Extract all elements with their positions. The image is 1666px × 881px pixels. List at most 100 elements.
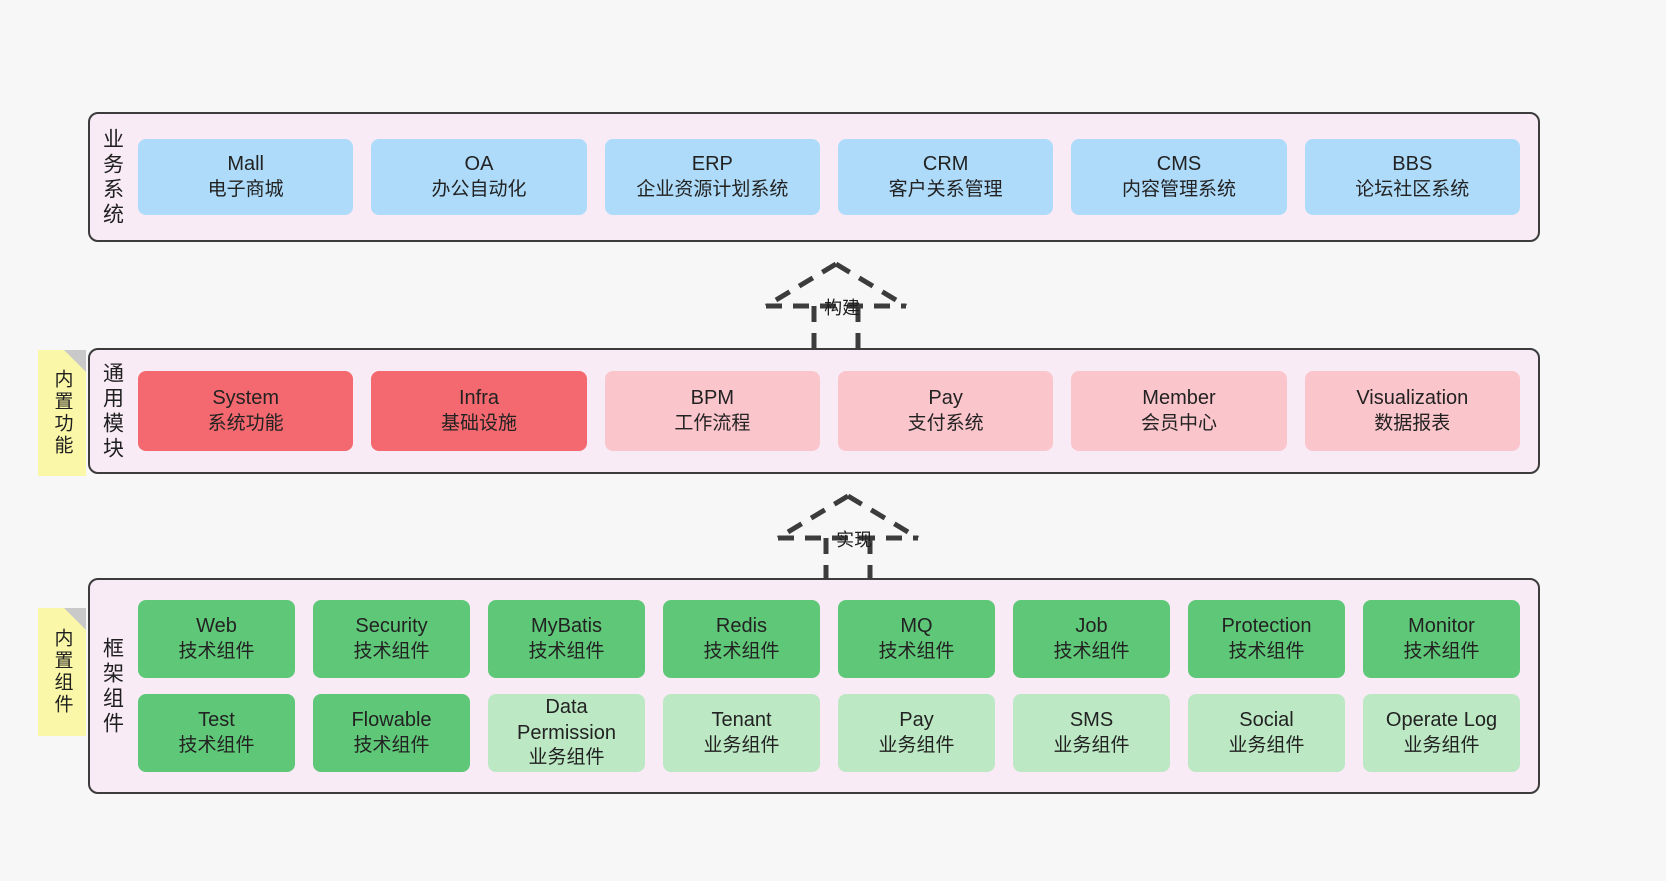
layer-body-business: Mall 电子商城 OA 办公自动化 ERP 企业资源计划系统 CRM 客户关系… xyxy=(134,114,1538,240)
card-title: Security xyxy=(355,615,428,638)
fold-corner-icon xyxy=(64,608,86,630)
card-subtitle: 技术组件 xyxy=(1403,640,1480,662)
card-security[interactable]: Security 技术组件 xyxy=(313,600,470,678)
card-bpm[interactable]: BPM 工作流程 xyxy=(604,371,820,451)
card-sms[interactable]: SMS 业务组件 xyxy=(1013,694,1170,772)
card-title: Operate Log xyxy=(1385,709,1498,732)
card-title: Mall xyxy=(227,153,264,176)
card-title: BBS xyxy=(1392,153,1433,176)
card-subtitle: 技术组件 xyxy=(703,640,780,662)
card-title: Flowable xyxy=(351,709,432,732)
card-member[interactable]: Member 会员中心 xyxy=(1071,371,1287,451)
layer-body-modules: System 系统功能 Infra 基础设施 BPM 工作流程 Pay 支付系统… xyxy=(134,350,1538,472)
card-pay-component[interactable]: Pay 业务组件 xyxy=(838,694,995,772)
layer-title-business: 业务系统 xyxy=(100,128,124,228)
card-oa[interactable]: OA 办公自动化 xyxy=(371,139,587,215)
card-subtitle: 论坛社区系统 xyxy=(1355,178,1470,200)
card-subtitle: 支付系统 xyxy=(907,412,984,434)
card-mall[interactable]: Mall 电子商城 xyxy=(138,139,354,215)
sticky-note-builtin-features: 内置功能 xyxy=(38,350,86,476)
connector-build-arrow: 构建 xyxy=(760,258,912,358)
card-cms[interactable]: CMS 内容管理系统 xyxy=(1071,139,1287,215)
card-test[interactable]: Test 技术组件 xyxy=(138,694,295,772)
card-title: Visualization xyxy=(1356,387,1469,410)
card-title: Monitor xyxy=(1408,615,1475,638)
layer-common-modules: 通用模块 System 系统功能 Infra 基础设施 BPM 工作流程 Pay… xyxy=(88,348,1540,474)
card-redis[interactable]: Redis 技术组件 xyxy=(663,600,820,678)
card-title: Data Permission xyxy=(517,696,616,744)
card-subtitle: 业务组件 xyxy=(528,747,605,769)
card-title: MQ xyxy=(900,615,933,638)
card-title: CMS xyxy=(1156,153,1202,176)
card-subtitle: 技术组件 xyxy=(1053,640,1130,662)
card-subtitle: 技术组件 xyxy=(1228,640,1305,662)
card-subtitle: 工作流程 xyxy=(674,412,751,434)
layer-title-modules: 通用模块 xyxy=(100,362,124,462)
card-visualization[interactable]: Visualization 数据报表 xyxy=(1304,371,1520,451)
card-subtitle: 业务组件 xyxy=(703,734,780,756)
card-title: MyBatis xyxy=(530,615,603,638)
card-tenant[interactable]: Tenant 业务组件 xyxy=(663,694,820,772)
card-title: Web xyxy=(196,615,237,638)
card-bbs[interactable]: BBS 论坛社区系统 xyxy=(1304,139,1520,215)
card-title: Test xyxy=(198,709,235,732)
connector-implement-arrow: 实现 xyxy=(772,490,924,590)
card-data-permission[interactable]: Data Permission 业务组件 xyxy=(488,694,645,772)
card-subtitle: 会员中心 xyxy=(1140,412,1217,434)
card-operate-log[interactable]: Operate Log 业务组件 xyxy=(1363,694,1520,772)
layer-title-framework: 框架组件 xyxy=(100,637,124,737)
card-title: Tenant xyxy=(711,709,772,732)
layer-framework-components: 框架组件 Web 技术组件 Security 技术组件 MyBatis 技术组件… xyxy=(88,578,1540,794)
card-title: Infra xyxy=(458,387,499,410)
card-row: Test 技术组件 Flowable 技术组件 Data Permission … xyxy=(138,694,1520,772)
card-mq[interactable]: MQ 技术组件 xyxy=(838,600,995,678)
connector-build-label: 构建 xyxy=(824,298,861,318)
card-title: Social xyxy=(1239,709,1294,732)
card-subtitle: 基础设施 xyxy=(440,412,517,434)
card-title: ERP xyxy=(691,153,733,176)
card-subtitle: 系统功能 xyxy=(207,412,284,434)
card-subtitle: 客户关系管理 xyxy=(888,178,1003,200)
card-monitor[interactable]: Monitor 技术组件 xyxy=(1363,600,1520,678)
card-system[interactable]: System 系统功能 xyxy=(138,371,354,451)
card-flowable[interactable]: Flowable 技术组件 xyxy=(313,694,470,772)
layer-business-systems: 业务系统 Mall 电子商城 OA 办公自动化 ERP 企业资源计划系统 CRM… xyxy=(88,112,1540,242)
card-title: System xyxy=(212,387,279,410)
card-subtitle: 电子商城 xyxy=(207,178,284,200)
card-title: CRM xyxy=(922,153,969,176)
card-protection[interactable]: Protection 技术组件 xyxy=(1188,600,1345,678)
sticky-note-builtin-components: 内置组件 xyxy=(38,608,86,736)
card-crm[interactable]: CRM 客户关系管理 xyxy=(837,139,1054,215)
card-title: BPM xyxy=(690,387,734,410)
card-title: Member xyxy=(1142,387,1216,410)
card-subtitle: 技术组件 xyxy=(878,640,955,662)
card-title: OA xyxy=(464,153,494,176)
card-subtitle: 业务组件 xyxy=(1053,734,1130,756)
card-subtitle: 技术组件 xyxy=(353,734,430,756)
card-subtitle: 技术组件 xyxy=(178,640,255,662)
card-subtitle: 技术组件 xyxy=(178,734,255,756)
card-mybatis[interactable]: MyBatis 技术组件 xyxy=(488,600,645,678)
card-row: Mall 电子商城 OA 办公自动化 ERP 企业资源计划系统 CRM 客户关系… xyxy=(138,139,1520,215)
card-subtitle: 办公自动化 xyxy=(431,178,527,200)
card-subtitle: 业务组件 xyxy=(1403,734,1480,756)
card-infra[interactable]: Infra 基础设施 xyxy=(371,371,587,451)
sticky-note-label: 内置功能 xyxy=(51,369,73,457)
card-row: Web 技术组件 Security 技术组件 MyBatis 技术组件 Redi… xyxy=(138,600,1520,678)
card-web[interactable]: Web 技术组件 xyxy=(138,600,295,678)
sticky-note-label: 内置组件 xyxy=(51,628,73,716)
card-title: Protection xyxy=(1221,615,1312,638)
card-erp[interactable]: ERP 企业资源计划系统 xyxy=(604,139,820,215)
card-subtitle: 企业资源计划系统 xyxy=(636,178,789,200)
card-subtitle: 业务组件 xyxy=(1228,734,1305,756)
card-subtitle: 技术组件 xyxy=(528,640,605,662)
card-social[interactable]: Social 业务组件 xyxy=(1188,694,1345,772)
card-title: Job xyxy=(1075,615,1108,638)
card-title: Pay xyxy=(928,387,963,410)
card-title: SMS xyxy=(1069,709,1114,732)
card-row: System 系统功能 Infra 基础设施 BPM 工作流程 Pay 支付系统… xyxy=(138,371,1520,451)
connector-implement-label: 实现 xyxy=(836,530,873,550)
card-pay-module[interactable]: Pay 支付系统 xyxy=(837,371,1054,451)
card-job[interactable]: Job 技术组件 xyxy=(1013,600,1170,678)
layer-body-framework: Web 技术组件 Security 技术组件 MyBatis 技术组件 Redi… xyxy=(134,580,1538,792)
